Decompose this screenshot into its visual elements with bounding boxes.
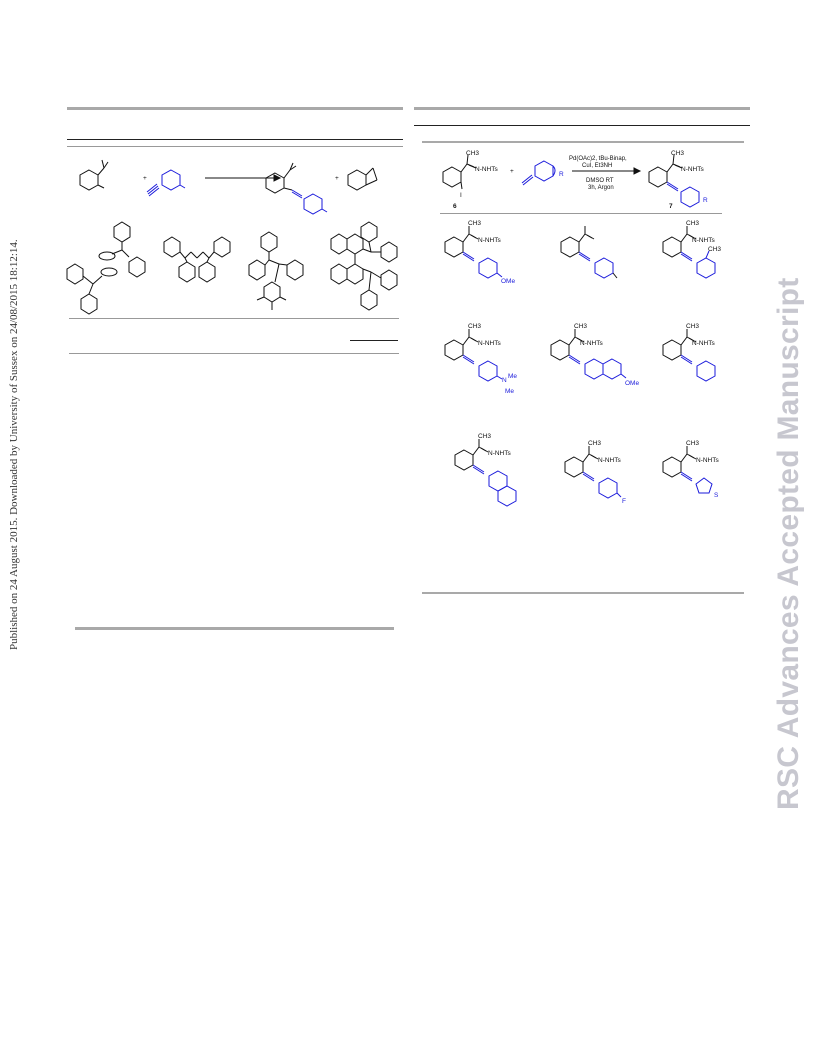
- product-4-me2: Me: [505, 388, 514, 395]
- product-8-hydrazone: N-NHTs: [598, 457, 621, 464]
- dppf-ligand: [66, 221, 146, 315]
- left-plus-2: +: [335, 175, 339, 182]
- product-7-hydrazone: N-NHTs: [488, 450, 511, 457]
- product-1-hydrazone: N-NHTs: [478, 237, 501, 244]
- product-5-hydrazone: N-NHTs: [580, 340, 603, 347]
- scheme-plus: +: [510, 168, 514, 175]
- right-scheme-bottom-rule: [422, 592, 744, 594]
- product-5: CH3 N-NHTs OMe: [550, 323, 639, 387]
- left-alkyne-ring: [161, 169, 181, 191]
- left-table-rule-2: [67, 146, 403, 147]
- product-1-substituent: OMe: [501, 278, 515, 285]
- product-aryl-ring: [680, 186, 700, 208]
- right-reaction-scheme: CH3 N-NHTs I + R Pd(OAc)2, tBu-Binap, Cu…: [442, 150, 708, 210]
- product-8-substituent: F: [622, 498, 626, 505]
- product-6: CH3 N-NHTs: [662, 323, 716, 382]
- product-1-methyl: CH3: [468, 220, 481, 227]
- product-6-methyl: CH3: [686, 323, 699, 330]
- product-1: CH3 N-NHTs OMe: [444, 220, 515, 285]
- reactant-number: 6: [453, 203, 457, 210]
- product-3-hydrazone: N-NHTs: [692, 237, 715, 244]
- reactant-6-ring: [442, 166, 462, 188]
- conditions-line-2: CuI, Et3NH: [582, 163, 612, 169]
- binap-ligand: [330, 221, 398, 311]
- left-reactant-ring: [79, 169, 99, 191]
- product-grid: CH3 N-NHTs OMe CH3 N-NHTs CH3 CH3 N-NHTs…: [444, 220, 721, 507]
- product-9-hydrazone: N-NHTs: [696, 457, 719, 464]
- product-4-n: N: [502, 377, 507, 384]
- published-note-text: Published on 24 August 2015. Downloaded …: [8, 239, 20, 650]
- left-table-rule-3: [69, 318, 399, 319]
- product-4: CH3 N-NHTs N Me Me: [444, 323, 517, 395]
- left-reaction-scheme: + +: [79, 159, 378, 215]
- product-4-hydrazone: N-NHTs: [478, 340, 501, 347]
- left-plus-1: +: [143, 175, 147, 182]
- reactant-6-methyl: CH3: [466, 150, 479, 157]
- product-8: CH3 N-NHTs F: [564, 440, 626, 505]
- product-2: [560, 225, 618, 279]
- left-side-product-ring: [347, 169, 367, 191]
- left-product-aryl-ring: [303, 193, 323, 215]
- product-7-hydrazone: N-NHTs: [681, 166, 704, 173]
- conditions-line-3: DMSO RT: [586, 178, 614, 184]
- left-table-rule-1: [67, 139, 403, 140]
- left-top-rule: [67, 107, 403, 110]
- product-7-r: R: [703, 197, 708, 204]
- product-4-methyl: CH3: [468, 323, 481, 330]
- product-6-hydrazone: N-NHTs: [692, 340, 715, 347]
- product-5-methyl: CH3: [574, 323, 587, 330]
- reactant-6-hydrazone: N-NHTs: [475, 166, 498, 173]
- conditions-line-4: 3h, Argon: [588, 185, 614, 191]
- product-9-substituent: S: [714, 492, 719, 499]
- conditions-line-1: Pd(OAc)2, tBu-Binap,: [569, 156, 627, 162]
- product-7-ring: [648, 166, 668, 188]
- alkyne-r-group: R: [559, 171, 564, 178]
- right-table-rule-1: [414, 125, 750, 126]
- right-scheme-mid-rule: [440, 213, 722, 214]
- left-table-rule-4: [69, 353, 399, 354]
- product-4-me1: Me: [508, 373, 517, 380]
- left-bottom-rule: [75, 627, 394, 630]
- dppe-ligand: [163, 236, 231, 283]
- left-table-short-rule: [350, 340, 398, 341]
- product-9-methyl: CH3: [686, 440, 699, 447]
- published-note-sidebar: Published on 24 August 2015. Downloaded …: [8, 190, 24, 650]
- product-number: 7: [669, 203, 673, 210]
- watermark-text: RSC Advances Accepted Manuscript: [772, 277, 805, 810]
- product-3-methyl: CH3: [686, 220, 699, 227]
- product-7-methyl: CH3: [671, 150, 684, 157]
- ligand-structures: [66, 221, 398, 315]
- product-7-naphthyl: CH3 N-NHTs: [454, 433, 517, 507]
- right-top-rule: [414, 107, 750, 110]
- product-9: CH3 N-NHTs S: [662, 440, 719, 499]
- product-7-methyl: CH3: [478, 433, 491, 440]
- product-8-methyl: CH3: [588, 440, 601, 447]
- reactant-6-iodo: I: [460, 192, 462, 199]
- biaryl-phosphine-ligand: [248, 231, 304, 310]
- product-5-substituent: OMe: [625, 380, 639, 387]
- right-scheme-top-rule: [422, 141, 744, 143]
- alkyne-aryl-ring: [534, 160, 554, 182]
- product-3-substituent: CH3: [708, 246, 721, 253]
- manuscript-watermark: RSC Advances Accepted Manuscript: [770, 230, 810, 810]
- product-3: CH3 N-NHTs CH3: [662, 220, 721, 279]
